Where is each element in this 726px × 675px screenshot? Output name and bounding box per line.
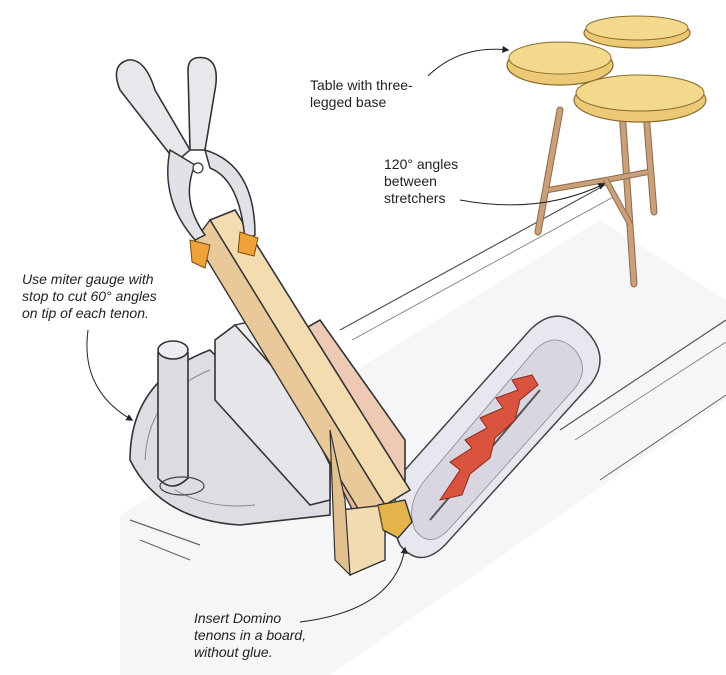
callout-miter-label: Use miter gauge with stop to cut 60° ang…	[22, 271, 157, 321]
leader-domino	[299, 546, 408, 623]
spring-clamp	[115, 56, 259, 269]
domino-tenon	[377, 499, 413, 539]
callout-angles-label: 120° angles between stretchers	[384, 156, 459, 206]
leader-miter	[86, 329, 134, 421]
leader-table	[427, 45, 510, 77]
callout-domino-label: Insert Domino tenons in a board, without…	[194, 610, 307, 660]
callout-table-label: Table with three- legged base	[310, 77, 413, 110]
three-legged-table	[506, 15, 707, 288]
leader-angles	[459, 183, 606, 206]
saw-blade	[438, 374, 539, 501]
